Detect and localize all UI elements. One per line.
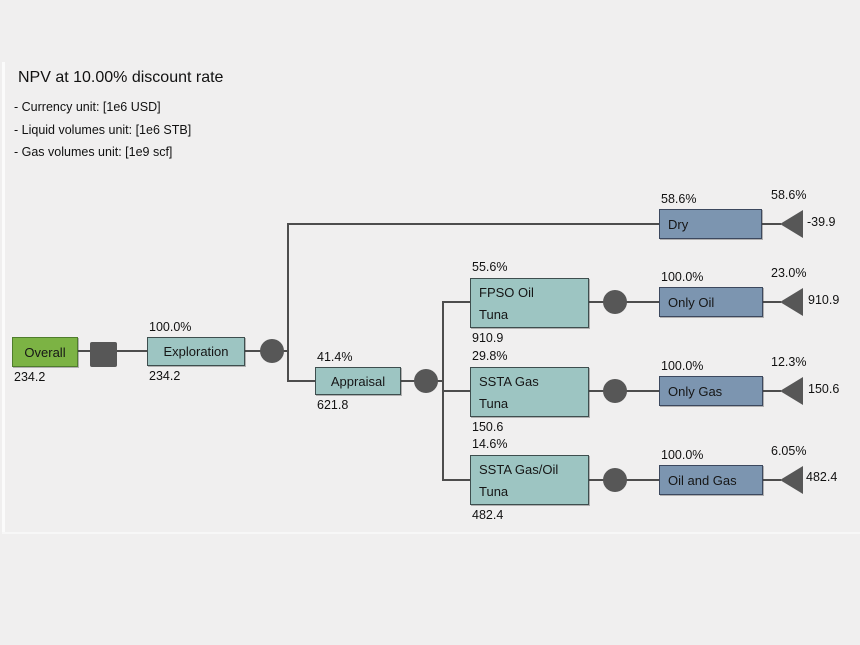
connector-line [761,223,781,225]
node-exploration-probability: 100.0% [149,320,192,334]
terminal-oil-and-gas-value: 482.4 [806,470,838,484]
chance-node-ssta-gas[interactable] [603,379,627,403]
terminal-dry-value: -39.9 [807,215,836,229]
node-only-oil-probability: 100.0% [661,270,704,284]
node-fpso-oil-value: 910.9 [472,331,504,345]
node-appraisal-label: Appraisal [330,373,386,389]
node-ssta-gas-probability: 29.8% [472,349,508,363]
node-oil-and-gas[interactable]: 100.0% Oil and Gas [659,448,763,495]
connector-line [762,479,781,481]
node-dry-label: Dry [668,216,689,232]
node-fpso-oil-label: FPSO Oil [479,284,534,300]
node-fpso-oil-sublabel: Tuna [479,306,509,322]
terminal-dry-probability: 58.6% [771,188,807,202]
node-ssta-gas-label: SSTA Gas [479,373,539,389]
node-ssta-gas-oil-sublabel: Tuna [479,483,509,499]
connector-line [287,380,317,382]
page-title: NPV at 10.00% discount rate [18,69,224,86]
terminal-node-only-oil[interactable] [780,288,803,316]
node-exploration-label: Exploration [163,344,229,359]
chance-node-ssta-gas-oil[interactable] [603,468,627,492]
chance-node-exploration[interactable] [260,339,284,363]
connector-line [442,301,471,303]
chance-node-appraisal[interactable] [414,369,438,393]
note-currency-unit: - Currency unit: [1e6 USD] [14,100,161,114]
connector-line [287,223,660,225]
terminal-node-oil-and-gas[interactable] [780,466,803,494]
connector-line [762,301,781,303]
node-ssta-gas-value: 150.6 [472,420,504,434]
terminal-only-gas-value: 150.6 [808,382,840,396]
node-ssta-gas-oil-value: 482.4 [472,508,504,522]
terminal-node-only-gas[interactable] [780,377,803,405]
terminal-node-dry[interactable] [780,210,803,238]
connector-line [442,390,471,392]
panel-bottom-edge [2,532,860,534]
node-only-gas[interactable]: 100.0% Only Gas [659,359,763,406]
node-overall-label: Overall [24,344,66,360]
terminal-only-oil-value: 910.9 [808,293,840,307]
node-oil-and-gas-probability: 100.0% [661,448,704,462]
node-exploration-value: 234.2 [149,369,181,383]
node-oil-and-gas-label: Oil and Gas [668,472,737,488]
node-only-gas-label: Only Gas [668,383,723,399]
node-only-gas-probability: 100.0% [661,359,704,373]
node-only-oil[interactable]: 100.0% Only Oil [659,270,763,317]
node-ssta-gas-oil[interactable]: 14.6% SSTA Gas/Oil Tuna 482.4 [470,437,589,522]
node-fpso-oil[interactable]: 55.6% FPSO Oil Tuna 910.9 [470,260,589,345]
node-dry-probability: 58.6% [661,192,697,206]
node-appraisal-probability: 41.4% [317,350,353,364]
decision-square-node[interactable] [90,342,117,367]
node-ssta-gas-oil-label: SSTA Gas/Oil [479,461,559,477]
connector-line [287,223,289,382]
node-dry[interactable]: 58.6% Dry [659,192,762,239]
node-fpso-oil-probability: 55.6% [472,260,508,274]
unit-notes: - Currency unit: [1e6 USD] - Liquid volu… [14,96,191,164]
node-ssta-gas[interactable]: 29.8% SSTA Gas Tuna 150.6 [470,349,589,434]
note-liquid-unit: - Liquid volumes unit: [1e6 STB] [14,122,192,137]
node-ssta-gas-sublabel: Tuna [479,395,509,411]
panel-left-edge [2,62,5,533]
connector-line [762,390,781,392]
node-only-oil-label: Only Oil [668,294,715,310]
connector-line [442,479,471,481]
terminal-only-oil-probability: 23.0% [771,266,807,280]
node-exploration[interactable]: 100.0% Exploration 234.2 [147,320,245,383]
node-appraisal[interactable]: 41.4% Appraisal 621.8 [315,350,401,412]
node-overall[interactable]: Overall 234.2 [12,337,78,384]
terminal-only-gas-probability: 12.3% [771,355,807,369]
node-ssta-gas-oil-probability: 14.6% [472,437,508,451]
node-appraisal-value: 621.8 [317,398,349,412]
node-overall-value: 234.2 [14,370,46,384]
terminal-oil-and-gas-probability: 6.05% [771,444,807,458]
note-gas-unit: - Gas volumes unit: [1e9 scf] [14,145,173,159]
chance-node-fpso-oil[interactable] [603,290,627,314]
